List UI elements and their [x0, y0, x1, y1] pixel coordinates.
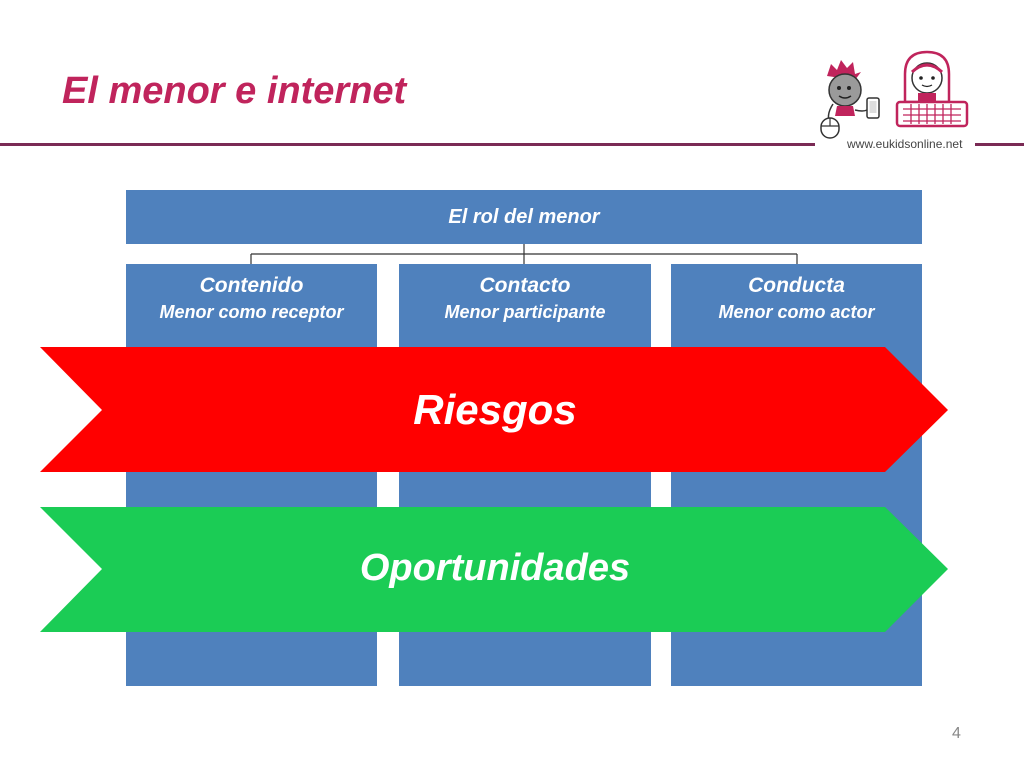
slide-title: El menor e internet	[62, 70, 407, 112]
column-title: Contenido	[199, 274, 304, 297]
column-title: Contacto	[479, 274, 571, 297]
riesgos-label: Riesgos	[413, 386, 577, 433]
root-node-label: El rol del menor	[448, 205, 600, 228]
logo-url: www.eukidsonline.net	[847, 137, 963, 151]
girl-figure-icon	[895, 50, 969, 128]
title-divider	[0, 143, 815, 146]
column-subtitle: Menor como receptor	[159, 302, 344, 322]
column-subtitle: Menor como actor	[718, 302, 875, 322]
eukidsonline-logo	[820, 50, 969, 139]
column-title: Conducta	[748, 274, 845, 297]
oportunidades-label: Oportunidades	[359, 547, 631, 589]
boy-figure-icon	[820, 60, 880, 139]
root-node: El rol del menor	[126, 190, 922, 244]
title-divider-right	[975, 143, 1024, 146]
column-subtitle: Menor participante	[444, 302, 606, 322]
page-number: 4	[952, 725, 961, 742]
